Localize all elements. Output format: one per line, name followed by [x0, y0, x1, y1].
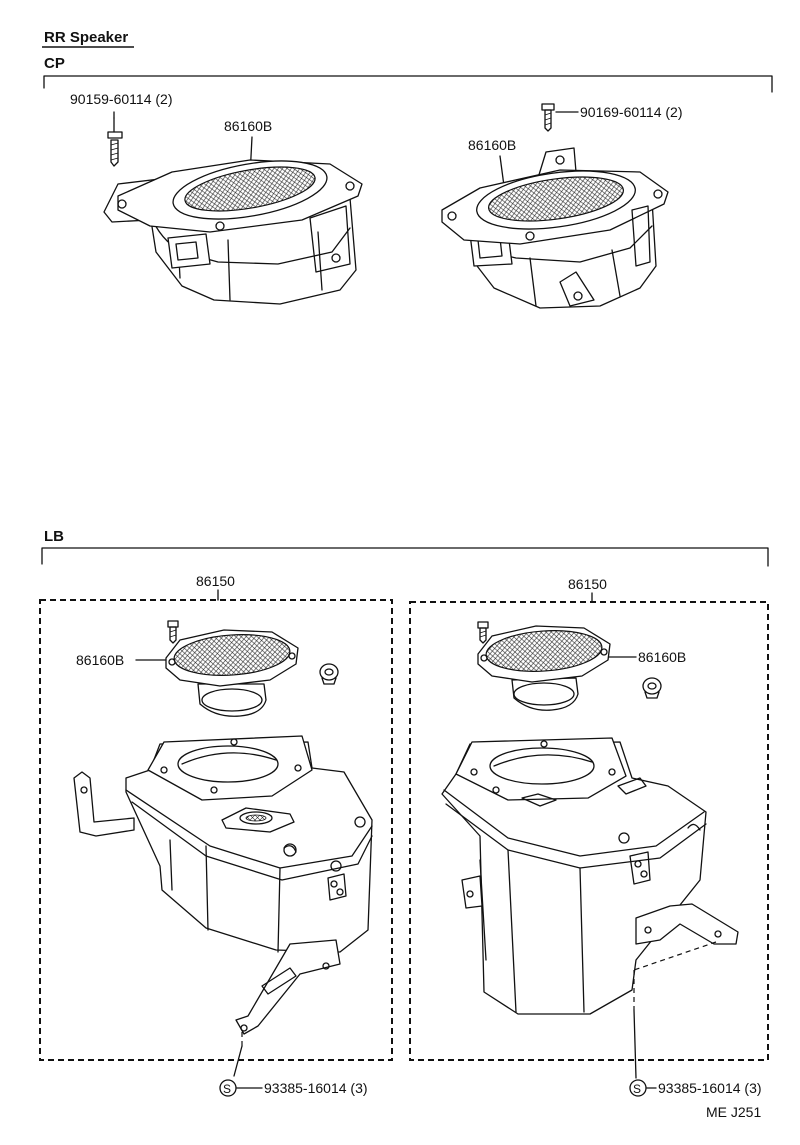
- lb-right-speaker-label: 86160B: [638, 649, 686, 665]
- lb-right-assembly: 86150 86160B: [409, 576, 769, 1097]
- cp-left-screw-icon: [107, 117, 123, 167]
- lb-right-box-label: 86150: [568, 576, 607, 592]
- cp-left-speaker-label: 86160B: [224, 118, 272, 134]
- cp-right-speaker-leader: [499, 155, 505, 187]
- section-label-lb: LB: [44, 528, 64, 545]
- lb-right-s-mark: S: [633, 1082, 641, 1096]
- lb-left-grommet-icon: [319, 663, 339, 685]
- section-bracket-lb: [41, 547, 769, 567]
- cp-right-speaker-assembly: 90169-60114 (2) 86160B: [441, 103, 682, 309]
- lb-left-s-mark-icon: [219, 1079, 237, 1097]
- lb-left-assembly: 86150 86160B: [39, 573, 393, 1097]
- lb-left-box-label: 86150: [196, 573, 235, 589]
- lb-right-enclosure: [441, 737, 739, 1015]
- lb-right-nut-leader: [633, 1009, 637, 1079]
- lb-right-s-mark-icon: [629, 1079, 647, 1097]
- lb-right-screw-icon: [477, 621, 489, 644]
- lb-right-kit-outline: [409, 601, 769, 1061]
- drawing-code: ME J251: [706, 1104, 761, 1120]
- cp-left-speaker-body: [103, 159, 363, 305]
- cp-left-screw-label: 90159-60114 (2): [70, 91, 172, 107]
- lb-right-speaker-unit: [477, 625, 611, 711]
- cp-left-speaker-assembly: 90159-60114 (2) 86160B: [70, 91, 363, 305]
- cp-right-speaker-body: [441, 147, 669, 309]
- lb-left-s-mark: S: [223, 1082, 231, 1096]
- lb-left-speaker-label: 86160B: [76, 652, 124, 668]
- section-bracket-cp: [43, 75, 773, 93]
- cp-right-screw-icon: [541, 103, 555, 132]
- lb-left-enclosure: [73, 735, 373, 1046]
- lb-right-nut-label: 93385-16014 (3): [658, 1080, 762, 1096]
- cp-right-screw-label: 90169-60114 (2): [580, 104, 682, 120]
- cp-right-speaker-label: 86160B: [468, 137, 516, 153]
- lb-left-nut-leader: [233, 1045, 243, 1077]
- lb-left-nut-label: 93385-16014 (3): [264, 1080, 368, 1096]
- section-label-cp: CP: [44, 55, 65, 72]
- lb-left-kit-outline: [39, 599, 393, 1061]
- lb-left-screw-icon: [167, 620, 179, 644]
- lb-right-grommet-icon: [642, 677, 662, 699]
- diagram-title: RR Speaker: [44, 29, 128, 46]
- lb-left-speaker-unit: [165, 629, 299, 717]
